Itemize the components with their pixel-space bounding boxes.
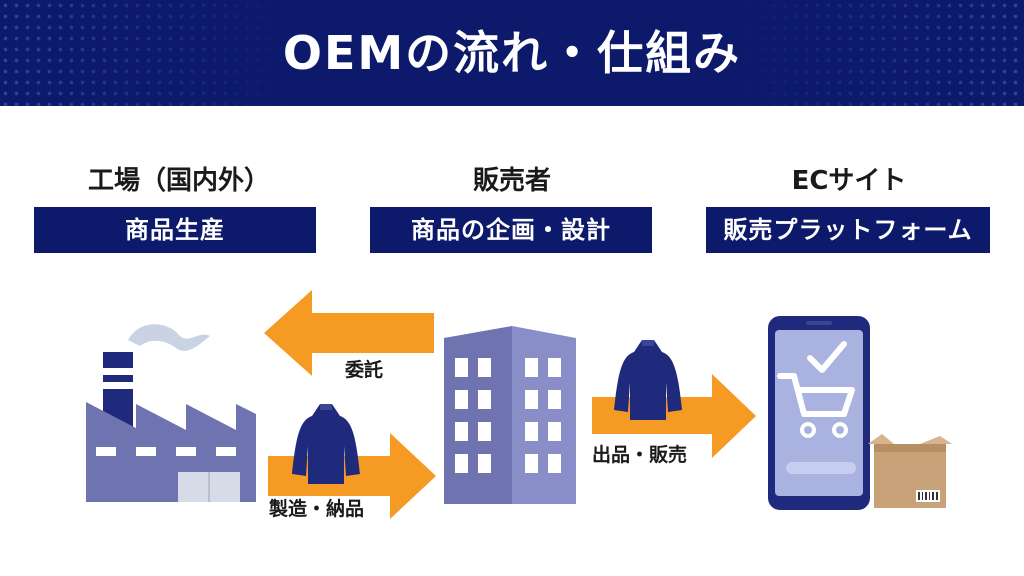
- barcode-icon: [916, 490, 940, 502]
- commission-arrow: [264, 290, 434, 376]
- ec-site-role-box: 販売プラットフォーム: [706, 207, 990, 253]
- header-dot-pattern-left: [0, 0, 300, 106]
- commission-label: 委託: [345, 359, 384, 381]
- smartphone-icon: [768, 316, 870, 510]
- header-dot-pattern-right: [724, 0, 1024, 106]
- listing-sweater-icon: [614, 340, 682, 420]
- listing-label: 出品・販売: [592, 444, 688, 466]
- page-title: OEMの流れ・仕組み: [282, 26, 742, 80]
- sweater-icon: [292, 404, 360, 484]
- cardboard-box-icon: [868, 434, 952, 508]
- factory-role-box: 商品生産: [34, 207, 316, 253]
- cart-icon: [777, 373, 855, 438]
- header-banner: OEMの流れ・仕組み: [0, 0, 1024, 106]
- building-icon: [444, 326, 576, 504]
- manufacture-label: 製造・納品: [269, 498, 365, 520]
- listing-arrow: [592, 374, 756, 458]
- manufacture-arrow: [268, 433, 436, 519]
- factory-heading: 工場（国内外）: [87, 166, 270, 196]
- factory-icon: [86, 324, 256, 502]
- seller-heading: 販売者: [472, 166, 551, 196]
- ec-site-heading: ECサイト: [791, 166, 907, 196]
- check-icon: [807, 341, 847, 373]
- seller-role-box: 商品の企画・設計: [370, 207, 652, 253]
